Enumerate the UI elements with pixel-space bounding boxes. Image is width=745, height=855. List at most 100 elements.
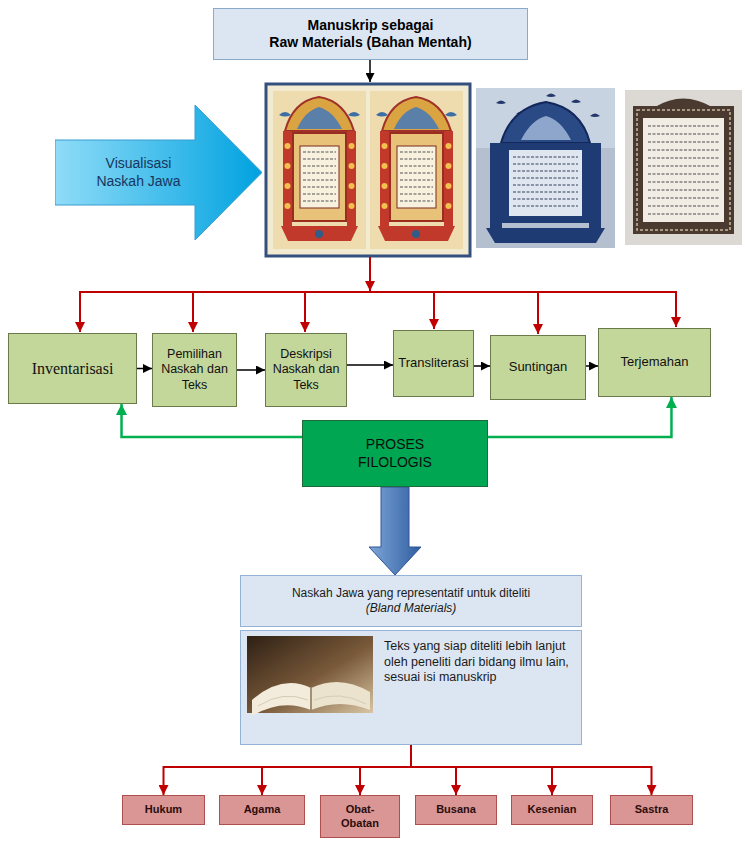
process-box: Pemilihan Naskah dan Teks: [152, 333, 237, 407]
process-label-box: PROSES FILOLOGIS: [302, 420, 488, 487]
category-box: Obat-Obatan: [320, 795, 400, 838]
manuscript-image-part: [643, 118, 724, 222]
manuscript-image-part-part: [513, 177, 578, 178]
book-photo-part: [252, 683, 311, 716]
manuscript-image: [476, 88, 615, 248]
distribution-lines-part: [537, 292, 539, 334]
manuscript-image-part: [266, 84, 470, 256]
category-box: Hukum: [122, 795, 205, 825]
manuscript-image: [625, 90, 742, 245]
manuscript-image-part-part: [648, 165, 719, 166]
distribution-lines-part: [304, 292, 306, 332]
manuscript-image: [266, 84, 470, 256]
manuscript-image-part-part: [513, 205, 578, 206]
node-text: Kesenian: [515, 803, 589, 817]
node-text: Transliterasi: [397, 355, 470, 371]
node-text: Naskah Jawa yang representatif untuk dit…: [244, 586, 578, 601]
distribution-lines: [79, 257, 677, 334]
manuscript-image-part: [486, 228, 605, 243]
manuscript-image-part-part: [648, 157, 719, 158]
manuscript-image-part: [476, 88, 615, 148]
book-photo-part: [311, 682, 370, 710]
manuscript-image-part-part: [648, 149, 719, 150]
connector: [488, 397, 671, 437]
book-photo: [247, 636, 373, 716]
process-box: Terjemahan: [598, 328, 711, 397]
book-photo-part: [258, 696, 308, 706]
node-text: Suntingan: [494, 359, 582, 375]
result-box: Naskah Jawa yang representatif untuk dit…: [240, 575, 582, 627]
manuscript-image-part-part: [648, 197, 719, 198]
connector: [164, 745, 412, 795]
manuscript-image-part-part: [648, 141, 719, 142]
manuscript-image-part: [571, 100, 581, 104]
node-text: Obat-Obatan: [335, 803, 385, 831]
distribution-lines-part: [369, 257, 371, 291]
node-text: Agama: [223, 803, 301, 817]
source-arrow: [369, 60, 371, 82]
process-box: Inventarisasi: [8, 333, 137, 404]
manuscript-image-part: [648, 126, 719, 214]
manuscript-image-part: [633, 106, 734, 234]
manuscript-image-part-part: [648, 189, 719, 190]
manuscript-image-part: [655, 99, 712, 108]
node-text: Pemilihan Naskah dan Teks: [156, 347, 233, 394]
manuscript-image-part-part: [513, 156, 578, 157]
connector: [411, 745, 456, 795]
node-text: Terjemahan: [602, 354, 707, 370]
category-box: Busana: [415, 795, 497, 825]
distribution-lines-part: [79, 292, 81, 332]
node-text: Raw Materials (Bahan Mentah): [217, 34, 524, 52]
node-text: Visualisasi Naskah Jawa: [91, 155, 186, 190]
category-box: Agama: [219, 795, 305, 825]
connector: [360, 745, 411, 795]
manuscript-image-part: [590, 114, 600, 118]
node-text: Teks yang siap diteliti lebih lanjut ole…: [384, 639, 573, 686]
node-text: PROSES FILOLOGIS: [340, 436, 450, 471]
node-text: Busana: [419, 803, 493, 817]
manuscript-image-part-part: [513, 170, 578, 171]
node-text: (Bland Materials): [244, 601, 578, 616]
block-arrow: [369, 487, 421, 575]
node-text: Deskripsi Naskah dan Teks: [269, 347, 343, 394]
manuscript-image-part: [589, 143, 601, 228]
manuscript-image-part-part: [648, 205, 719, 206]
manuscript-image-part-part: [513, 191, 578, 192]
manuscript-image-part: [273, 91, 366, 249]
node-text: Inventarisasi: [12, 359, 133, 379]
manuscript-image-part: [496, 101, 506, 105]
text-box-ground: [240, 630, 582, 745]
book-photo-part: [310, 688, 312, 710]
connector: [262, 745, 411, 795]
connector: [411, 745, 552, 795]
manuscript-image-part: [370, 91, 463, 249]
connector: [137, 368, 152, 370]
connector: [347, 364, 393, 366]
visualization-arrow: Visualisasi Naskah Jawa: [55, 105, 262, 240]
manuscript-image-part: [513, 157, 578, 206]
manuscript-image-part: [509, 150, 582, 216]
connector: [122, 404, 302, 437]
manuscript-image-part: [637, 110, 730, 230]
distribution-lines-part: [433, 292, 435, 329]
connector: [586, 365, 598, 367]
manuscript-image-part-part: [648, 213, 719, 214]
manuscript-image-part: [521, 116, 571, 140]
distribution-lines-part: [675, 292, 677, 327]
node-text: Sastra: [614, 803, 689, 817]
node-text: Manuskrip sebagai: [217, 17, 524, 35]
manuscript-image-part: [625, 90, 742, 245]
process-box: Deskripsi Naskah dan Teks: [265, 333, 347, 407]
manuscript-image-part-part: [513, 184, 578, 185]
category-box: Sastra: [610, 795, 693, 825]
manuscript-image-part-part: [513, 198, 578, 199]
connector: [237, 369, 265, 371]
manuscript-image-part: [476, 88, 615, 248]
manuscript-image-part-part: [648, 125, 719, 126]
manuscript-image-part-part: [648, 173, 719, 174]
manuscript-image-part: [502, 143, 589, 223]
distribution-lines-part: [192, 292, 194, 332]
manuscript-image-part: [490, 143, 502, 228]
book-photo-part: [314, 696, 366, 704]
